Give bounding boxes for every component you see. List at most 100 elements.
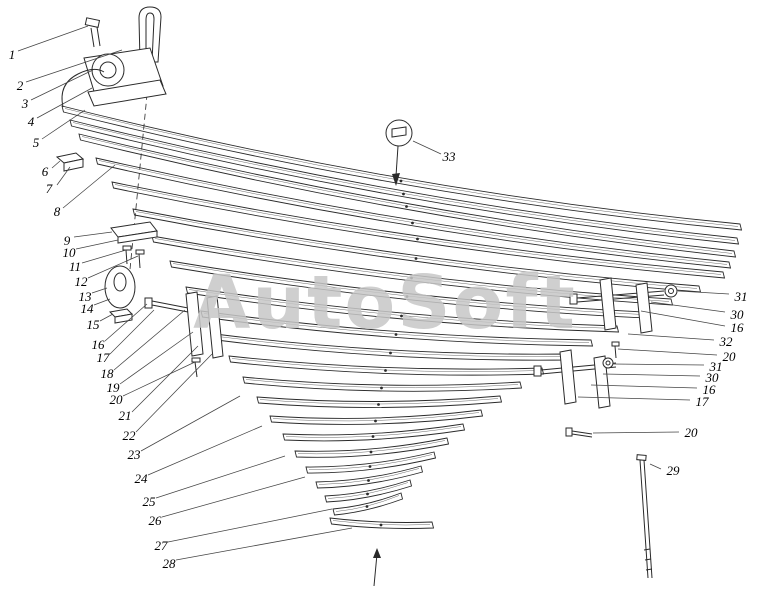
leaf-center-hole [389, 351, 392, 355]
leader-lines [17, 25, 730, 561]
leader-line [36, 87, 93, 119]
leader-line [131, 345, 199, 413]
leader-line [99, 313, 114, 322]
callout-30: 30 [705, 370, 720, 385]
leaf-center-hole [411, 221, 414, 225]
leader-line [140, 395, 241, 452]
callout-23: 23 [128, 447, 142, 462]
leaf-center-hole [414, 257, 418, 260]
leader-line [87, 255, 139, 279]
rubber-pad [55, 152, 85, 172]
callout-7: 7 [46, 181, 53, 196]
leader-line [30, 69, 94, 101]
leaf-20 [324, 479, 413, 503]
leader-line [51, 160, 61, 169]
left-pin [191, 357, 201, 378]
leader-line [167, 508, 333, 543]
callout-12: 12 [75, 274, 89, 289]
center-bolt-arrow [373, 548, 381, 587]
leaf-1 [61, 105, 743, 231]
leaf-center-hole [405, 295, 409, 298]
eye-base-plate [87, 79, 167, 107]
callout-4: 4 [28, 114, 35, 129]
leader-line [41, 109, 86, 140]
leaf-15 [269, 409, 484, 425]
callout-16: 16 [92, 337, 106, 352]
leader-line [590, 384, 698, 389]
top-bolt [84, 17, 101, 48]
callout-28: 28 [163, 556, 177, 571]
callout-31: 31 [734, 289, 748, 304]
callout-32: 32 [719, 334, 734, 349]
callout-17: 17 [696, 394, 710, 409]
leader-line [109, 309, 155, 355]
leaf-center-hole [400, 314, 403, 318]
long-rod [636, 454, 653, 579]
lower-right-clamp [533, 349, 617, 438]
leader-line [62, 164, 116, 209]
nut-upper [664, 284, 678, 298]
leaf-center-hole [410, 276, 413, 280]
callout-29: 29 [667, 463, 681, 478]
leaf-center-hole [399, 179, 403, 183]
leaf-3 [78, 133, 737, 258]
leader-line [412, 140, 442, 155]
leaf-center-hole [379, 523, 383, 527]
leaf-10 [200, 310, 594, 347]
callout-13: 13 [79, 289, 93, 304]
leaf-center-hole [369, 450, 373, 454]
callout-30: 30 [730, 307, 745, 322]
leader-line [93, 298, 111, 306]
leaf-5 [111, 181, 726, 279]
spacer-block [108, 308, 134, 324]
main-leaf-eye-curl [61, 68, 105, 108]
callout-3: 3 [21, 96, 29, 111]
leader-line [612, 363, 705, 366]
leader-line [577, 396, 691, 401]
callout-5: 5 [33, 135, 40, 150]
leader-line [122, 361, 196, 397]
leaf-18 [305, 451, 437, 474]
leaf-center-hole [367, 479, 370, 482]
center-clamp [385, 119, 413, 186]
watermark: AutoSoft [193, 260, 577, 346]
callout-1: 1 [9, 47, 16, 62]
callout-31: 31 [709, 359, 723, 374]
leaf-13 [242, 376, 523, 392]
leader-line [592, 431, 680, 434]
leaf-19 [315, 465, 424, 489]
leaf-2 [69, 119, 740, 245]
leaf-center-hole [416, 237, 419, 241]
leader-line [91, 287, 108, 294]
leader-line [104, 303, 148, 342]
leader-line [75, 239, 119, 250]
upper-right-clamp [569, 277, 678, 359]
leader-line [650, 301, 726, 313]
left-clamp [185, 291, 224, 359]
leader-line [649, 463, 662, 470]
leader-line [602, 373, 701, 377]
callout-9: 9 [64, 233, 71, 248]
leader-line [147, 425, 263, 476]
callout-16: 16 [731, 320, 745, 335]
bushing-ring [104, 265, 136, 309]
callout-8: 8 [54, 204, 61, 219]
leaf-4 [95, 157, 732, 269]
callout-20: 20 [110, 392, 124, 407]
leader-line [25, 49, 123, 83]
leaf-center-hole [366, 492, 369, 496]
callout-16: 16 [703, 382, 717, 397]
leaf-center-hole [371, 435, 375, 438]
callout-18: 18 [101, 366, 115, 381]
callout-2: 2 [17, 78, 24, 93]
callout-20: 20 [723, 349, 737, 364]
hardware-parts [55, 6, 678, 587]
leaf-center-hole [374, 419, 377, 423]
leaf-center-hole [365, 505, 369, 508]
nut-lower [602, 357, 614, 369]
leader-line [113, 309, 186, 371]
callout-21: 21 [119, 408, 132, 423]
leader-line [119, 331, 194, 385]
small-bolt-2 [135, 249, 145, 269]
